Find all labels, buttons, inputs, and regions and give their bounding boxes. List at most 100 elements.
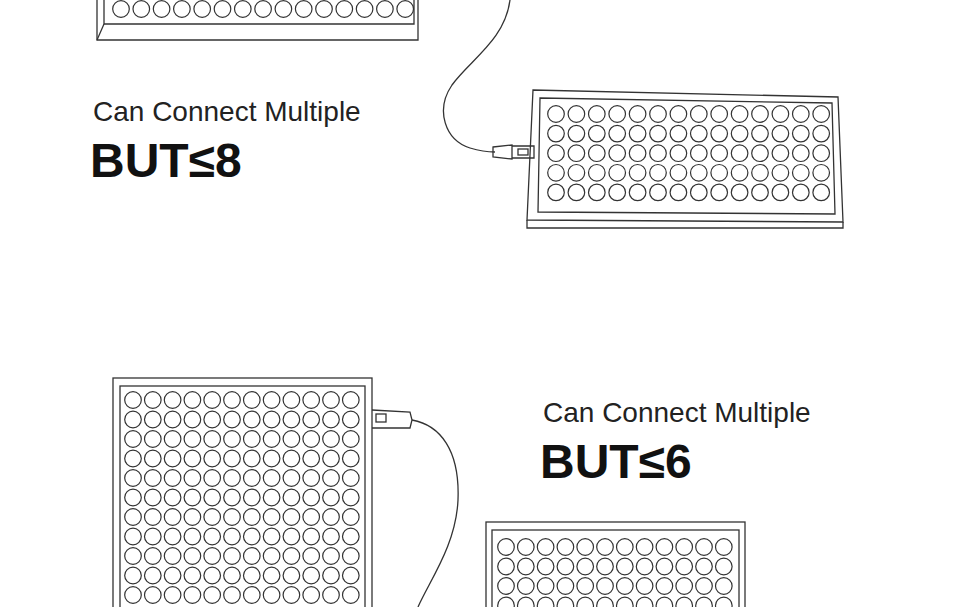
led-bead [283, 528, 300, 545]
led-bead [323, 450, 340, 467]
led-bead [125, 392, 142, 409]
led-bead [813, 184, 830, 201]
led-bead [295, 1, 312, 18]
led-bead [145, 548, 162, 565]
led-bead [145, 489, 162, 506]
led-bead [731, 125, 748, 142]
led-bead [164, 567, 181, 584]
led-bead [731, 165, 748, 182]
led-bead [244, 431, 261, 448]
led-bead [498, 597, 515, 607]
led-bead [589, 125, 606, 142]
led-bead [377, 1, 394, 18]
led-bead [174, 1, 191, 18]
led-bead [244, 548, 261, 565]
led-bead [568, 106, 585, 123]
led-bead [283, 587, 300, 604]
led-bead [145, 528, 162, 545]
led-bead [597, 578, 614, 595]
led-bead [204, 470, 221, 487]
panel-face [492, 530, 739, 607]
led-bead [164, 548, 181, 565]
led-bead [548, 106, 565, 123]
led-bead [303, 392, 320, 409]
led-bead [617, 558, 634, 575]
led-bead [184, 392, 201, 409]
led-bead [676, 539, 693, 556]
led-bead [263, 528, 280, 545]
led-bead [629, 165, 646, 182]
led-bead [752, 165, 769, 182]
led-bead [609, 165, 626, 182]
led-bead [204, 509, 221, 526]
led-bead [691, 106, 708, 123]
led-bead [164, 392, 181, 409]
led-bead [518, 558, 535, 575]
led-bead [691, 145, 708, 162]
led-bead [597, 558, 614, 575]
led-bead [691, 184, 708, 201]
led-bead [125, 528, 142, 545]
led-bead [125, 548, 142, 565]
led-bead [589, 184, 606, 201]
led-bead [145, 411, 162, 428]
led-bead [772, 165, 789, 182]
led-bead [629, 125, 646, 142]
led-bead [656, 539, 673, 556]
led-bead [145, 567, 162, 584]
led-bead [303, 450, 320, 467]
panel-frame [97, 0, 418, 40]
led-bead [263, 431, 280, 448]
led-bead [204, 587, 221, 604]
led-bead [597, 597, 614, 607]
led-bead [518, 578, 535, 595]
led-bead [498, 578, 515, 595]
led-bead [343, 431, 360, 448]
led-bead [772, 125, 789, 142]
led-bead [263, 548, 280, 565]
led-bead [283, 567, 300, 584]
led-bead [716, 558, 733, 575]
led-bead [244, 567, 261, 584]
led-bead [145, 392, 162, 409]
led-bead [184, 528, 201, 545]
panel-edge [527, 220, 843, 228]
caption-text: Can Connect Multiple [93, 98, 361, 126]
led-bead [244, 587, 261, 604]
led-bead [145, 509, 162, 526]
led-bead [589, 106, 606, 123]
led-bead [691, 165, 708, 182]
led-bead [716, 539, 733, 556]
led-bead [537, 539, 554, 556]
led-bead [244, 528, 261, 545]
led-bead [772, 145, 789, 162]
led-bead [696, 539, 713, 556]
led-bead [316, 1, 333, 18]
led-bead [731, 106, 748, 123]
power-cable [412, 420, 458, 607]
led-bead [303, 489, 320, 506]
led-bead [224, 450, 241, 467]
led-bead [676, 578, 693, 595]
led-bead [263, 411, 280, 428]
led-bead [696, 597, 713, 607]
led-bead [184, 567, 201, 584]
led-bead [303, 548, 320, 565]
led-bead [303, 509, 320, 526]
led-bead [184, 509, 201, 526]
led-bead [650, 125, 667, 142]
led-bead [711, 106, 728, 123]
led-bead [793, 145, 810, 162]
connector-pin [376, 414, 386, 422]
led-bead [323, 411, 340, 428]
led-bead [164, 470, 181, 487]
led-bead [204, 489, 221, 506]
led-bead [224, 509, 241, 526]
led-bead [244, 489, 261, 506]
limit-text: BUT≤8 [90, 137, 242, 185]
led-bead [303, 587, 320, 604]
led-bead [224, 489, 241, 506]
led-bead [518, 597, 535, 607]
led-bead [184, 587, 201, 604]
